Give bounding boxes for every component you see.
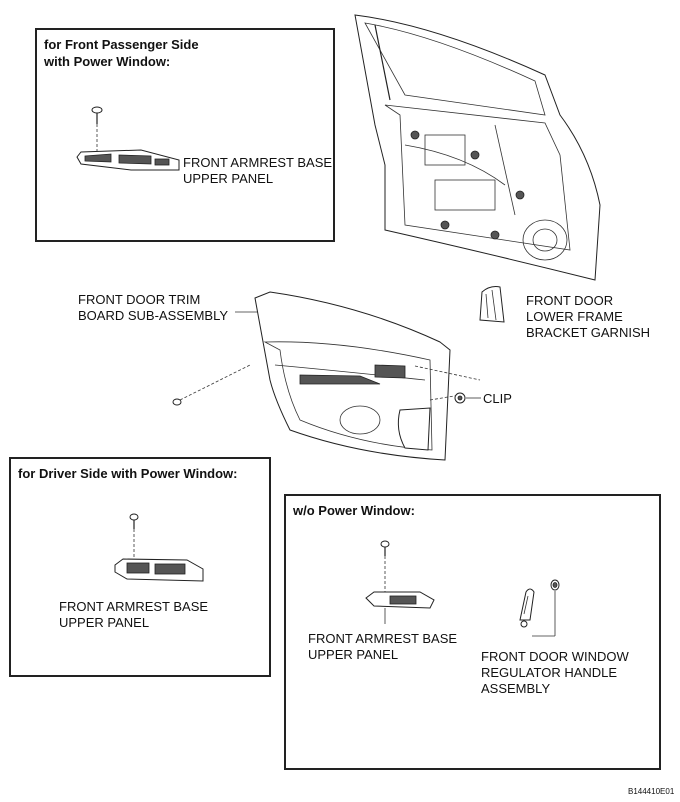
passenger-side-box: for Front Passenger Side with Power Wind… <box>35 28 335 242</box>
no-power-window-title: w/o Power Window: <box>293 503 415 518</box>
no-power-armrest-label: FRONT ARMREST BASE UPPER PANEL <box>308 631 458 662</box>
driver-armrest-panel-drawing <box>114 513 204 582</box>
driver-side-title: for Driver Side with Power Window: <box>18 466 238 481</box>
clip-icon <box>454 392 481 404</box>
regulator-handle-label: FRONT DOOR WINDOW REGULATOR HANDLE ASSEM… <box>481 649 629 696</box>
figure-code: B144410E01 <box>628 787 675 796</box>
door-inner-panel-drawing <box>354 14 601 281</box>
regulator-handle-drawing <box>519 579 560 637</box>
trim-board-drawing <box>172 291 481 461</box>
passenger-armrest-label: FRONT ARMREST BASE UPPER PANEL <box>183 155 333 186</box>
screw-icon <box>91 106 103 152</box>
no-power-window-box: w/o Power Window: FRONT ARMREST BASE UPP… <box>284 494 661 770</box>
passenger-armrest-panel-drawing <box>76 106 180 171</box>
garnish-drawing <box>479 286 505 323</box>
clip-label: CLIP <box>483 391 512 406</box>
screw-icon <box>380 540 390 592</box>
trim-screw-icon <box>172 364 251 406</box>
driver-side-box: for Driver Side with Power Window: FRONT… <box>9 457 271 677</box>
driver-armrest-label: FRONT ARMREST BASE UPPER PANEL <box>59 599 209 630</box>
no-power-armrest-drawing <box>365 540 435 624</box>
garnish-label: FRONT DOOR LOWER FRAME BRACKET GARNISH <box>526 293 651 340</box>
passenger-side-title: for Front Passenger Side with Power Wind… <box>44 37 199 69</box>
trim-board-label: FRONT DOOR TRIM BOARD SUB-ASSEMBLY <box>78 292 229 323</box>
screw-icon <box>129 513 139 559</box>
